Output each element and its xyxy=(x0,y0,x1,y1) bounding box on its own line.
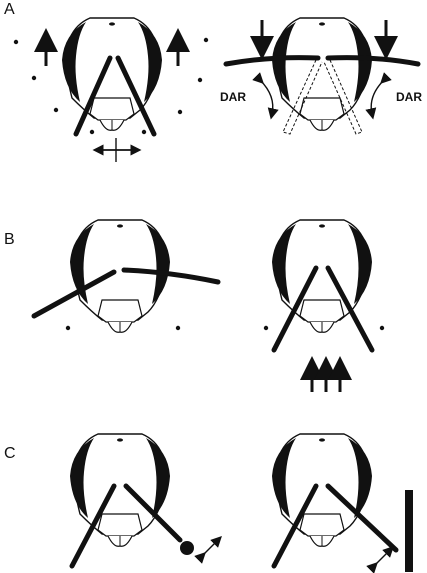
dar-label-left: DAR xyxy=(220,90,246,104)
panel-b-left-head xyxy=(34,220,218,332)
panel-label-a: A xyxy=(4,1,15,18)
dar-label-right: DAR xyxy=(396,90,422,104)
panel-a-right-head: DAR DAR xyxy=(220,18,422,134)
triple-up-arrow-icon xyxy=(312,368,340,392)
panel-label-c: C xyxy=(4,445,16,462)
curved-double-arrow-icon xyxy=(260,80,273,114)
curved-double-arrow-icon xyxy=(371,80,384,114)
diagonal-double-arrow-icon xyxy=(202,540,218,556)
panel-a-left-head xyxy=(14,18,208,162)
cross-arrows-icon xyxy=(98,138,136,162)
panel-label-b: B xyxy=(4,231,15,248)
panel-c-left-head xyxy=(70,434,218,566)
panel-c-right-head xyxy=(272,434,413,572)
stimulus-ball xyxy=(180,541,194,555)
diagonal-double-arrow-icon xyxy=(374,550,390,566)
panel-b-right-head xyxy=(264,220,384,392)
vertical-bar-obstacle xyxy=(405,490,413,572)
